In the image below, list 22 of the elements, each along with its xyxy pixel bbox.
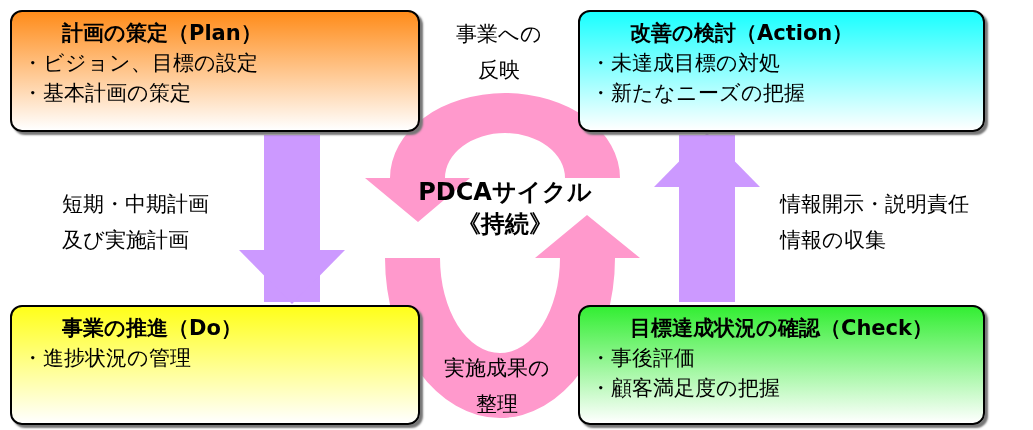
process-box xyxy=(10,305,420,425)
bullet-item: ・進捗状況の管理 xyxy=(22,345,192,372)
bullet-item: ・基本計画の策定 xyxy=(22,80,192,107)
process-box xyxy=(10,10,420,132)
bullet-item: ・新たなニーズの把握 xyxy=(590,80,806,107)
bullet-item: ・ビジョン、目標の設定 xyxy=(22,50,259,77)
box-heading: 計画の策定（Plan） xyxy=(62,20,263,47)
cycle-title: PDCAサイクル《持続》 xyxy=(417,177,593,240)
box-heading: 改善の検討（Action） xyxy=(630,20,855,47)
process-box xyxy=(578,305,985,425)
box-heading: 目標達成状況の確認（Check） xyxy=(630,315,935,342)
arrow xyxy=(654,133,760,302)
box-heading: 事業の推進（Do） xyxy=(62,315,243,342)
edge-label: 短期・中期計画及び実施計画 xyxy=(62,191,210,254)
process-box xyxy=(578,10,985,132)
flow-label: 実施成果の整理 xyxy=(442,355,551,418)
edge-label: 情報開示・説明責任情報の収集 xyxy=(780,191,970,254)
arrow xyxy=(239,135,345,304)
flow-label: 事業への反映 xyxy=(455,21,544,84)
bullet-item: ・顧客満足度の把握 xyxy=(590,375,781,402)
bullet-item: ・未達成目標の対処 xyxy=(590,50,781,77)
bullet-item: ・事後評価 xyxy=(590,345,696,372)
